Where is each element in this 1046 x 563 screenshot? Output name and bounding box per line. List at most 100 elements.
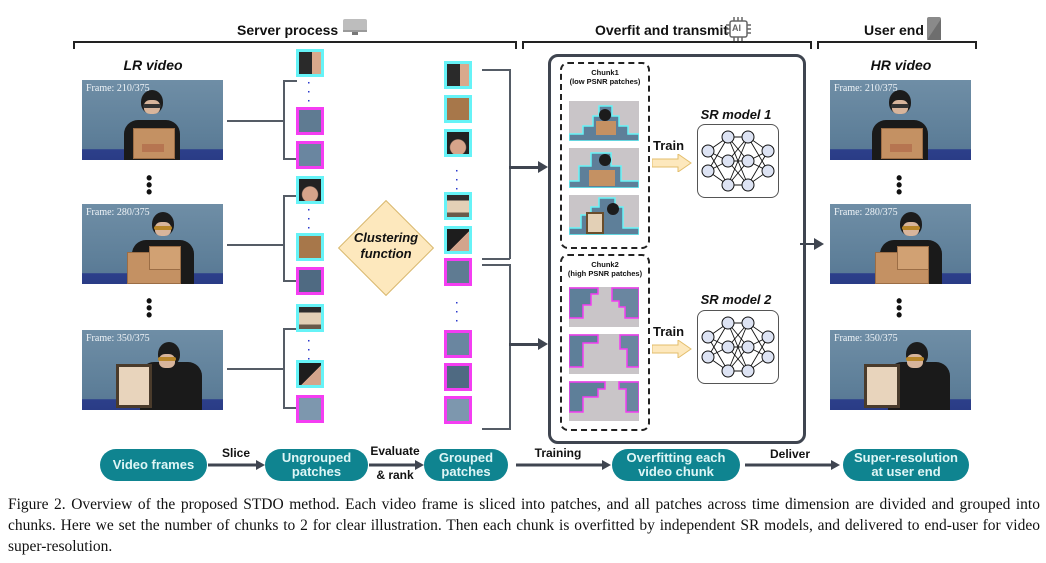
nn-node <box>721 154 735 168</box>
nn-node <box>761 350 775 364</box>
chunk1-patch-image <box>569 148 639 188</box>
nn-node <box>741 340 755 354</box>
connector <box>283 80 297 82</box>
lr-frame-350: Frame: 350/375 <box>82 330 223 410</box>
nn-node <box>701 330 715 344</box>
user-bracket <box>817 41 977 49</box>
connector <box>283 280 297 282</box>
patch-high-psnr <box>296 141 324 169</box>
frames-ellipsis: ••• <box>896 168 903 202</box>
train-label-2: Train <box>653 324 685 339</box>
connector <box>283 195 285 281</box>
flow-arrow-training <box>516 458 612 470</box>
nn-node <box>741 364 755 378</box>
flow-arrow-deliver <box>745 458 841 470</box>
connector <box>283 328 297 330</box>
hr-frame-280: Frame: 280/375 <box>830 204 971 284</box>
nn-edge <box>707 322 729 358</box>
overfit-container <box>548 54 806 444</box>
nn-node <box>721 178 735 192</box>
connector <box>283 328 285 408</box>
nn-edge <box>747 336 769 372</box>
sr-model-1-network <box>697 124 779 198</box>
nn-node <box>761 330 775 344</box>
section-title-server: Server process <box>237 22 339 38</box>
patch-low-psnr <box>296 49 324 77</box>
connector <box>283 195 297 197</box>
arrow-to-user <box>800 243 816 245</box>
patch-high-psnr <box>296 395 324 423</box>
frame-label: Frame: 210/375 <box>86 83 150 94</box>
arrow-chunk1 <box>509 166 541 169</box>
lr-video-title: LR video <box>123 57 183 73</box>
overfit-bracket <box>522 41 812 49</box>
hr-frame-350: Frame: 350/375 <box>830 330 971 410</box>
phone-icon <box>926 17 942 41</box>
frames-ellipsis: ••• <box>896 291 903 325</box>
connector <box>482 258 510 260</box>
chunk1-patch-image <box>569 195 639 235</box>
monitor-icon <box>343 19 367 37</box>
chunk2-patch-image <box>569 334 639 374</box>
lr-frame-210: Frame: 210/375 <box>82 80 223 160</box>
connector <box>283 158 297 160</box>
chunk2-title: Chunk2 (high PSNR patches) <box>567 260 643 278</box>
patch-high-psnr <box>444 330 472 358</box>
arrow-head <box>538 338 548 350</box>
frame-label: Frame: 350/375 <box>86 333 150 344</box>
nn-node <box>721 316 735 330</box>
chunk1-title: Chunk1 (low PSNR patches) <box>569 68 641 86</box>
arrow-head <box>814 238 824 250</box>
frames-ellipsis: ••• <box>146 291 153 325</box>
connector <box>283 80 285 160</box>
patch-low-psnr <box>444 192 472 220</box>
nn-node <box>721 340 735 354</box>
nn-node <box>721 364 735 378</box>
lr-frame-280: Frame: 280/375 <box>82 204 223 284</box>
patch-low-psnr <box>444 129 472 157</box>
figure-caption: Figure 2. Overview of the proposed STDO … <box>8 496 1040 555</box>
nn-edge <box>727 136 749 186</box>
nn-node <box>741 130 755 144</box>
chunk2-patch-image <box>569 381 639 421</box>
nn-node <box>761 144 775 158</box>
frames-ellipsis: ••• <box>146 168 153 202</box>
nn-edge <box>707 336 729 372</box>
flow-label-slice: Slice <box>221 446 251 460</box>
nn-edge <box>747 322 769 358</box>
patch-ellipsis: ··· <box>455 166 459 195</box>
connector <box>482 428 510 430</box>
patch-low-psnr <box>444 95 472 123</box>
flow-arrow-slice <box>208 458 266 470</box>
nn-node <box>761 164 775 178</box>
connector <box>482 264 510 266</box>
patch-high-psnr <box>444 363 472 391</box>
chunk1-box: Chunk1 (low PSNR patches) <box>560 62 650 249</box>
patch-low-psnr <box>444 61 472 89</box>
flow-label-evaluate: Evaluate <box>370 444 420 458</box>
patch-high-psnr <box>444 258 472 286</box>
connector <box>227 368 283 370</box>
nn-node <box>741 316 755 330</box>
ai-chip-label: AI <box>732 23 741 33</box>
patch-low-psnr <box>296 304 324 332</box>
patch-high-psnr <box>296 267 324 295</box>
arrow-chunk2 <box>509 343 541 346</box>
connector <box>227 120 283 122</box>
neural-network-icon <box>701 316 775 378</box>
nn-node <box>741 178 755 192</box>
frame-label: Frame: 280/375 <box>86 207 150 218</box>
frame-label: Frame: 210/375 <box>834 83 898 94</box>
flow-label-deliver: Deliver <box>769 447 811 461</box>
patch-ellipsis: ··· <box>307 78 311 107</box>
chunk2-patch-image <box>569 287 639 327</box>
train-arrow-2 <box>651 339 692 359</box>
neural-network-icon <box>701 130 775 192</box>
flow-node-video-frames: Video frames <box>100 449 207 481</box>
section-title-user: User end <box>864 22 924 38</box>
nn-edge <box>747 136 769 172</box>
nn-edge <box>727 322 749 372</box>
patch-high-psnr <box>296 107 324 135</box>
nn-node <box>701 350 715 364</box>
